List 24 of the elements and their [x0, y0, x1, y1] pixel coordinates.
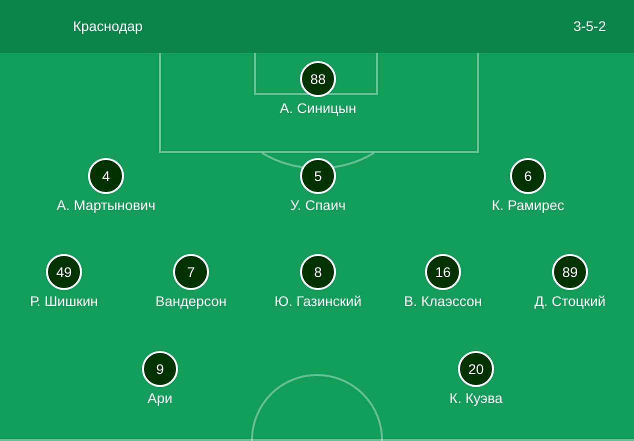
player-number-circle: 8	[300, 254, 336, 290]
player-name: В. Клаэссон	[404, 293, 482, 310]
player-name: Д. Стоцкий	[534, 293, 606, 310]
player-number-circle: 6	[510, 158, 546, 194]
player-name: Ари	[148, 390, 172, 407]
player-number-circle: 5	[300, 158, 336, 194]
player-number-circle: 89	[552, 254, 588, 290]
player-number-circle: 7	[173, 254, 209, 290]
team-name: Краснодар	[73, 18, 143, 35]
player-number-circle: 88	[300, 61, 336, 97]
player-number-circle: 4	[88, 158, 124, 194]
player-name: А. Мартынович	[56, 197, 156, 214]
player-name: К. Рамирес	[492, 197, 564, 214]
player-name: Р. Шишкин	[30, 293, 98, 310]
player-number-circle: 49	[46, 254, 82, 290]
formation-label: 3-5-2	[573, 18, 606, 35]
player-number-circle: 16	[425, 254, 461, 290]
player-number-circle: 20	[458, 351, 494, 387]
player-name: Ю. Газинский	[274, 293, 362, 310]
player-name: У. Спаич	[290, 197, 346, 214]
player-name: А. Синицын	[280, 100, 356, 117]
player-number-circle: 9	[142, 351, 178, 387]
player-name: К. Куэва	[449, 390, 503, 407]
player-name: Вандерсон	[155, 293, 227, 310]
